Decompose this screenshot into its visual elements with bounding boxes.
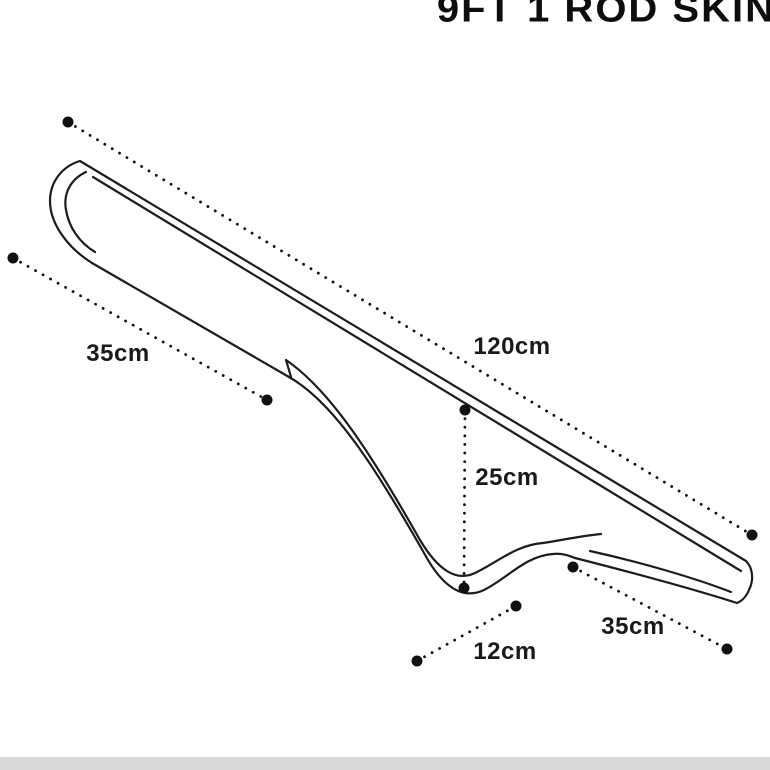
dim-label-right-width: 35cm bbox=[601, 613, 665, 640]
product-title: 9FT 1 ROD SKIN bbox=[436, 0, 770, 30]
top-seam-line bbox=[91, 175, 743, 573]
top-edge-line bbox=[78, 159, 748, 563]
dimension-lines bbox=[11, 120, 754, 663]
dim-endpoint-dot bbox=[7, 252, 19, 264]
dim-label-length: 120cm bbox=[473, 333, 551, 360]
dim-line-depth-25cm bbox=[462, 408, 467, 590]
dim-line-length-120cm bbox=[66, 120, 754, 537]
left-cap-inner-curve bbox=[64, 170, 97, 254]
dim-endpoint-dot bbox=[567, 561, 579, 573]
dimension-endpoints bbox=[7, 116, 758, 667]
dim-line-right-35cm bbox=[571, 565, 729, 651]
right-cap-bottom-edge bbox=[573, 556, 739, 605]
dim-endpoint-dot bbox=[746, 529, 758, 541]
drape-crease-line bbox=[284, 358, 293, 379]
dim-endpoint-dot bbox=[459, 404, 471, 416]
drape-inner-curve bbox=[284, 358, 545, 578]
dim-endpoint-dot bbox=[721, 643, 733, 655]
dim-endpoint-dot bbox=[458, 582, 470, 594]
dim-endpoint-dot bbox=[411, 655, 423, 667]
right-cap-inner-line bbox=[588, 549, 733, 594]
bottom-strip bbox=[0, 757, 770, 770]
dim-endpoint-dot bbox=[62, 116, 74, 128]
right-cap-tip-curve bbox=[735, 559, 754, 605]
dim-label-left-width: 35cm bbox=[86, 340, 150, 367]
dim-endpoint-dot bbox=[261, 394, 273, 406]
dim-endpoint-dot bbox=[510, 600, 522, 612]
bottom-edge-line bbox=[90, 261, 291, 379]
dim-label-depth: 25cm bbox=[475, 464, 539, 491]
dim-label-bottom-width: 12cm bbox=[473, 638, 537, 665]
right-neck-curve bbox=[541, 532, 603, 545]
dim-line-bottom-12cm bbox=[415, 604, 518, 663]
left-cap-outer-curve bbox=[48, 159, 94, 265]
rod-skin-outline-drawing bbox=[48, 159, 754, 605]
dim-line-left-35cm bbox=[11, 256, 269, 402]
